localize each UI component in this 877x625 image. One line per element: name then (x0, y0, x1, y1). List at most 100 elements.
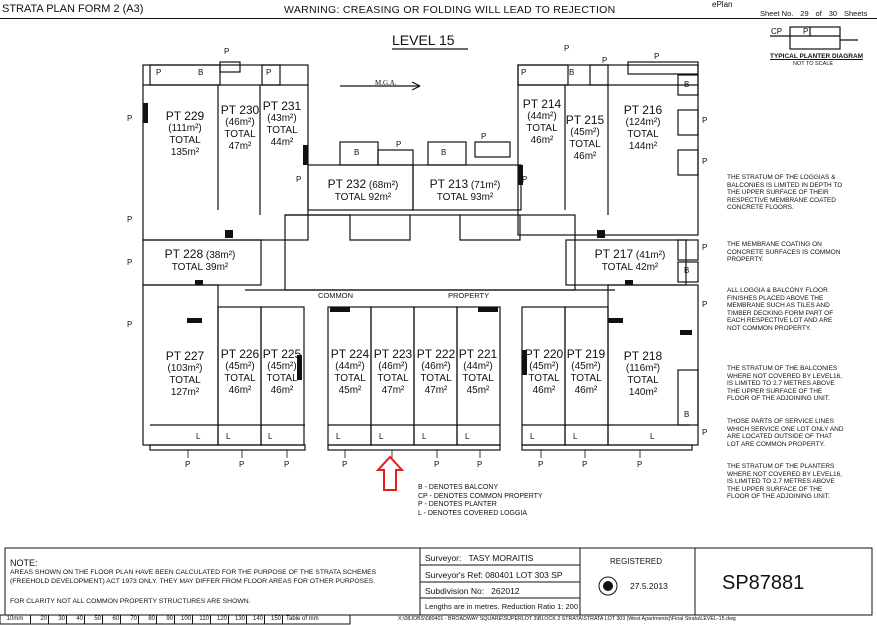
footer-note-line1: AREAS SHOWN ON THE FLOOR PLAN HAVE BEEN … (10, 569, 377, 576)
planter-diagram-title: TYPICAL PLANTER DIAGRAM (770, 53, 864, 60)
property-label: PROPERTY (448, 291, 490, 300)
lot-217: PT 217 (41m²) TOTAL 42m² (594, 247, 666, 274)
note-floor-finishes: ALL LOGGIA & BALCONY FLOOR FINISHES PLAC… (727, 287, 834, 332)
note-planter-stratum: THE STRATUM OF THE PLANTERS WHERE NOT CO… (727, 463, 842, 501)
symbol-loggia: L (379, 432, 384, 441)
symbol-planter: P (702, 157, 708, 166)
file-path: X:\08JOBS\080401 - BROADWAY SQUARE\SUPER… (398, 616, 736, 622)
common-label: COMMON (318, 291, 353, 300)
symbol-planter: P (127, 114, 133, 123)
lot-213: PT 213 (71m²) TOTAL 93m² (429, 177, 501, 204)
symbol-loggia: L (573, 432, 578, 441)
level-title: LEVEL 15 (392, 32, 455, 48)
symbol-planter: P (224, 47, 230, 56)
footer-note-line2: (FREEHOLD DEVELOPMENT) ACT 1973 ONLY. TH… (10, 578, 376, 585)
note-service-lines: THOSE PARTS OF SERVICE LINES WHICH SERVI… (727, 418, 844, 448)
symbol-planter: P (637, 460, 643, 469)
eplan-label: ePlan (712, 0, 733, 9)
symbol-planter: P (396, 140, 402, 149)
symbol-planter: P (702, 116, 708, 125)
legend-planter: P - DENOTES PLANTER (418, 501, 497, 508)
symbol-planter: P (564, 44, 570, 53)
diagram-cp-label: CP (771, 27, 783, 36)
symbol-balcony: B (354, 148, 360, 157)
symbol-planter: P (702, 243, 708, 252)
plan-number: SP87881 (722, 572, 805, 594)
header-rule (0, 18, 877, 19)
registered-label: REGISTERED (610, 557, 663, 566)
symbol-loggia: L (465, 432, 470, 441)
symbol-planter: P (702, 300, 708, 309)
legend: B - DENOTES BALCONY CP - DENOTES COMMON … (418, 484, 543, 518)
symbol-loggia: L (422, 432, 427, 441)
rejection-warning: WARNING: CREASING OR FOLDING WILL LEAD T… (284, 4, 616, 16)
symbol-loggia: L (196, 432, 201, 441)
symbol-loggia: L (650, 432, 655, 441)
symbol-planter: P (239, 460, 245, 469)
form-title: STRATA PLAN FORM 2 (A3) (2, 3, 144, 15)
symbol-planter: P (481, 132, 487, 141)
registered-date: 27.5.2013 (630, 581, 668, 591)
symbol-loggia: L (226, 432, 231, 441)
symbol-planter: P (538, 460, 544, 469)
symbol-planter: P (654, 52, 660, 61)
diagram-p-label: P (803, 27, 809, 36)
symbol-planter: P (127, 215, 133, 224)
symbol-planter: P (127, 258, 133, 267)
symbol-planter: P (434, 460, 440, 469)
note-loggia-stratum: THE STRATUM OF THE LOGGIAS & BALCONIES I… (727, 174, 843, 212)
symbol-loggia: L (268, 432, 273, 441)
note-balcony-stratum: THE STRATUM OF THE BALCONIES WHERE NOT C… (727, 365, 842, 403)
symbol-planter: P (185, 460, 191, 469)
symbol-balcony: B (684, 266, 690, 275)
legend-balcony: B - DENOTES BALCONY (418, 484, 499, 491)
symbol-planter: P (521, 68, 527, 77)
symbol-loggia: L (530, 432, 535, 441)
legend-loggia: L - DENOTES COVERED LOGGIA (418, 509, 528, 517)
symbol-planter: P (582, 460, 588, 469)
note-membrane: THE MEMBRANE COATING ON CONCRETE SURFACE… (727, 241, 841, 264)
surveyor-ref-field: Surveyor's Ref: 080401 LOT 303 SP (425, 570, 563, 580)
symbol-planter: P (266, 68, 272, 77)
symbol-planter: P (522, 175, 528, 184)
symbol-balcony: B (569, 68, 575, 77)
footer-note-title: NOTE: (10, 558, 38, 568)
symbol-loggia: L (336, 432, 341, 441)
north-arrow-label: M.G.A. (375, 79, 397, 87)
lengths-note: Lengths are in metres. Reduction Ratio 1… (425, 602, 579, 611)
surveyor-field: Surveyor: TASY MORAITIS (425, 553, 534, 563)
symbol-planter: P (602, 56, 608, 65)
symbol-planter: P (702, 428, 708, 437)
footer-note-line3: FOR CLARITY NOT ALL COMMON PROPERTY STRU… (10, 598, 251, 605)
legend-common-property: CP - DENOTES COMMON PROPERTY (418, 492, 543, 500)
symbol-planter: P (342, 460, 348, 469)
symbol-planter: P (156, 68, 162, 77)
subdivision-field: Subdivision No: 262012 (425, 586, 520, 596)
planter-diagram-subtitle: NOT TO SCALE (793, 61, 834, 67)
symbol-balcony: B (684, 410, 690, 419)
symbol-balcony: B (441, 148, 447, 157)
symbol-planter: P (477, 460, 483, 469)
symbol-balcony: B (198, 68, 204, 77)
symbol-planter: P (296, 175, 302, 184)
lot-228: PT 228 (38m²) TOTAL 39m² (164, 247, 236, 274)
mm-scale: 10mm 20 30 40 50 60 70 80 90 100 110 120… (0, 615, 350, 624)
symbol-planter: P (127, 320, 133, 329)
